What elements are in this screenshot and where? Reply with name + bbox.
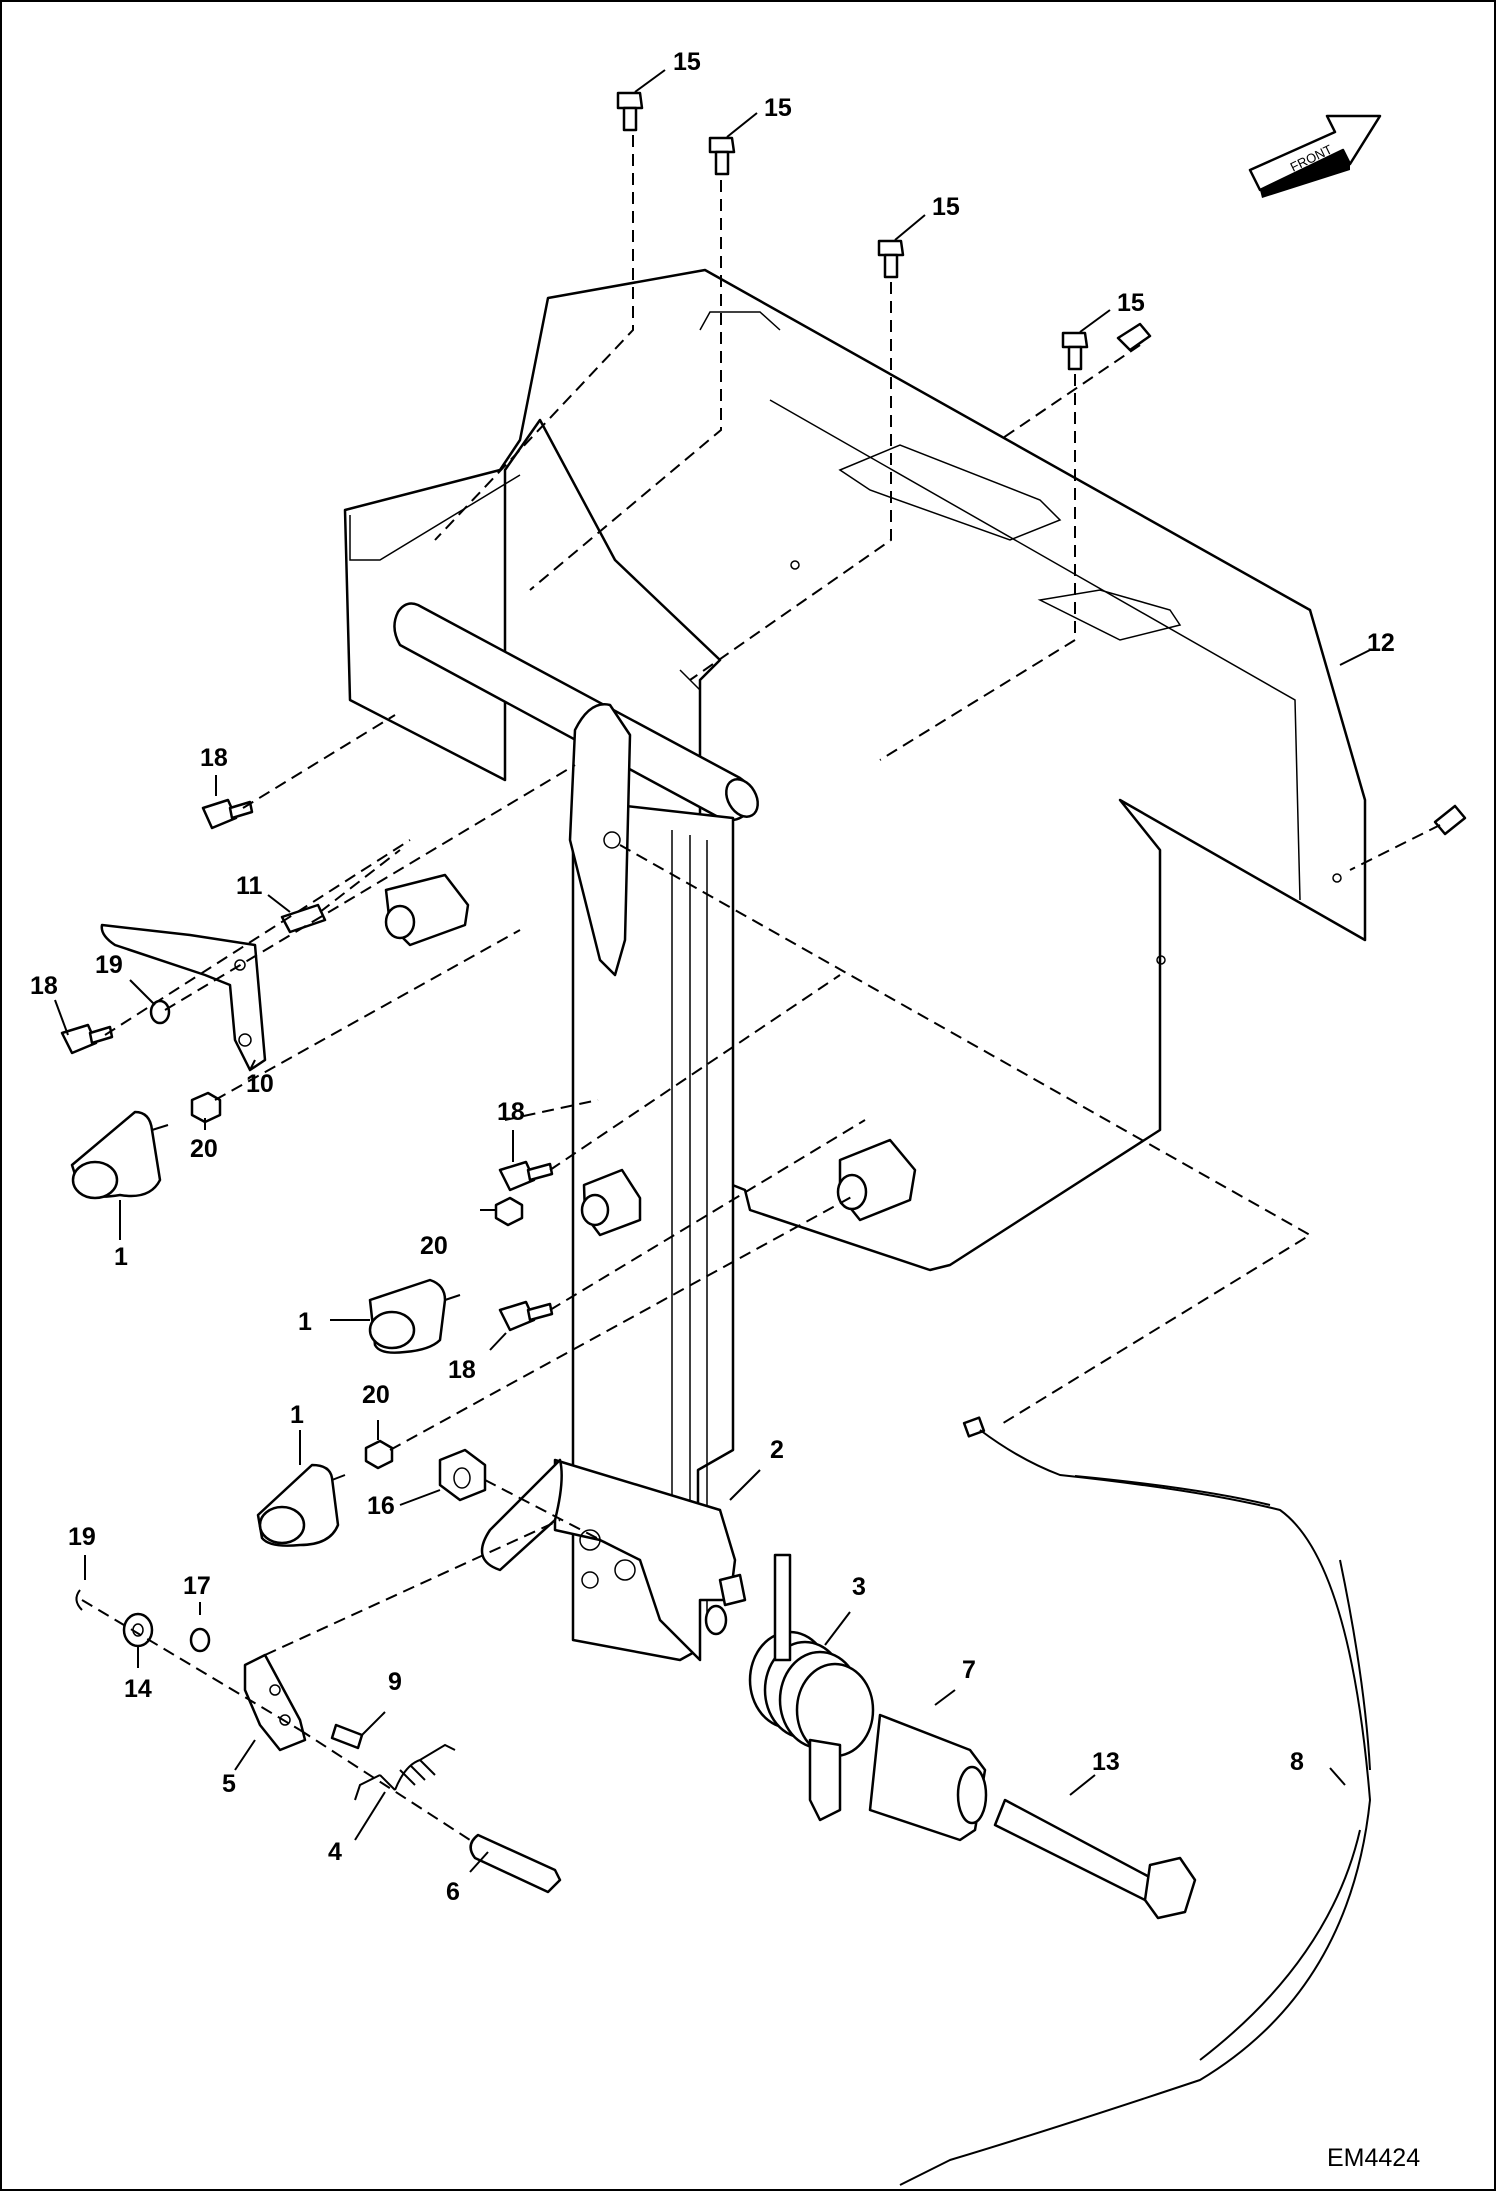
nut-20c <box>364 1439 394 1470</box>
callout-2: 2 <box>770 1436 784 1464</box>
callout-15b: 15 <box>764 94 792 122</box>
latch-plate <box>243 1653 307 1752</box>
bump-stop-middle <box>368 1278 461 1354</box>
callout-19a: 19 <box>95 951 123 979</box>
bolt-15b <box>708 136 736 176</box>
clip-19b <box>75 1589 83 1611</box>
callout-4: 4 <box>328 1838 342 1866</box>
callout-18c: 18 <box>497 1098 525 1126</box>
callout-20a: 20 <box>190 1135 218 1163</box>
callout-16: 16 <box>367 1492 395 1520</box>
washer-17 <box>189 1627 211 1653</box>
callout-19b: 19 <box>68 1523 96 1551</box>
callout-18d: 18 <box>448 1356 476 1384</box>
bolt-15c <box>877 239 905 279</box>
bolt-upper-right <box>1116 322 1152 352</box>
callout-14: 14 <box>124 1675 152 1703</box>
callout-6: 6 <box>446 1878 460 1906</box>
callout-15a: 15 <box>673 48 701 76</box>
nut-20a <box>190 1091 222 1124</box>
bolt-15a <box>616 91 644 132</box>
callout-20c: 20 <box>362 1381 390 1409</box>
callout-13: 13 <box>1092 1748 1120 1776</box>
callout-17: 17 <box>183 1572 211 1600</box>
callout-15c: 15 <box>932 193 960 221</box>
callout-7: 7 <box>962 1656 976 1684</box>
leader-lines <box>54 69 1371 1873</box>
washer-14 <box>122 1612 154 1648</box>
callout-15d: 15 <box>1117 289 1145 317</box>
bolt-9 <box>330 1723 364 1750</box>
nut-16 <box>438 1448 487 1502</box>
callout-labels: 15 15 15 15 12 18 11 18 19 10 20 1 18 20… <box>30 48 1395 1906</box>
lever-arm <box>480 703 747 1662</box>
bolt-18a <box>201 798 254 830</box>
spring-small <box>354 1743 456 1801</box>
bolt-18c <box>498 1160 554 1192</box>
torsion-spring <box>748 1553 875 1822</box>
front-arrow-icon: FRONT <box>1248 114 1382 198</box>
callout-5: 5 <box>222 1770 236 1798</box>
assembly-lines <box>81 135 1441 1841</box>
callout-20b: 20 <box>420 1232 448 1260</box>
detent-lever-upper <box>100 923 267 1072</box>
callout-18b: 18 <box>30 972 58 1000</box>
callout-1a: 1 <box>114 1243 128 1271</box>
callout-10: 10 <box>246 1070 274 1098</box>
pin-6 <box>469 1833 562 1894</box>
bolt-18b <box>60 1023 114 1055</box>
bolt-13 <box>993 1798 1197 1920</box>
callout-8: 8 <box>1290 1748 1304 1776</box>
sleeve-7 <box>868 1713 988 1842</box>
callout-1c: 1 <box>290 1401 304 1429</box>
callout-1b: 1 <box>298 1308 312 1336</box>
bolt-18d <box>498 1300 554 1332</box>
nut-20b <box>494 1196 524 1227</box>
throttle-cable <box>899 1416 1372 2186</box>
callout-11: 11 <box>236 872 263 900</box>
figure-code: EM4424 <box>1327 2144 1420 2172</box>
bump-stop-lower <box>256 1463 346 1547</box>
callout-12: 12 <box>1367 629 1395 657</box>
bump-stop-upper <box>70 1110 169 1200</box>
mounting-bracket <box>343 268 1367 1272</box>
callout-3: 3 <box>852 1573 866 1601</box>
bolt-15d <box>1061 331 1089 371</box>
callout-18a: 18 <box>200 744 228 772</box>
standoff-middle <box>580 1168 642 1237</box>
standoff-upper <box>384 873 470 947</box>
callout-9: 9 <box>388 1668 402 1696</box>
stud-11 <box>280 903 327 934</box>
bolt-right-edge <box>1433 804 1467 836</box>
